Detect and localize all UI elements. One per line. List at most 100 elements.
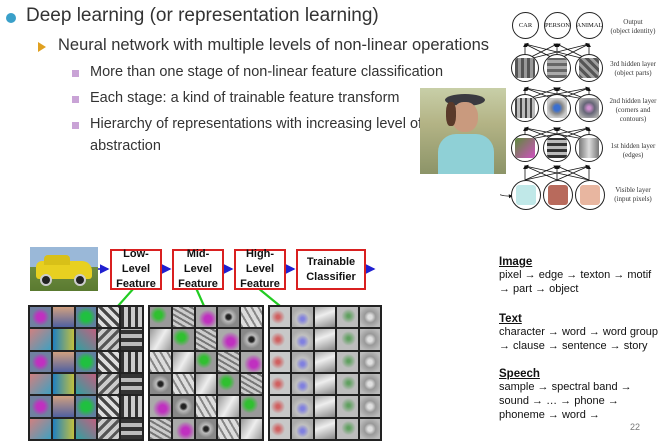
- hierarchy-text-heading: Text: [499, 313, 522, 325]
- mid-level-filter-tile: [218, 329, 240, 350]
- low-level-filter-tile: [98, 307, 120, 328]
- mid-level-filter-tile: [150, 307, 171, 328]
- car-photo: [30, 247, 98, 291]
- mid-level-filters: [148, 305, 264, 441]
- mid-level-filter-tile: [241, 307, 262, 328]
- low-level-filter-tile: [121, 418, 142, 439]
- high-level-filter-tile: [292, 418, 313, 439]
- hidden2-node: [575, 94, 603, 122]
- high-level-filters: [268, 305, 382, 441]
- bullet-neural-network: Neural network with multiple levels of n…: [58, 36, 490, 54]
- high-level-filter-tile: [337, 351, 358, 372]
- low-level-filter-tile: [121, 351, 142, 372]
- high-level-filter-tile: [337, 396, 358, 417]
- high-level-filter-tile: [337, 329, 358, 350]
- high-level-filter-tile: [270, 418, 291, 439]
- bullet-square-icon: [72, 96, 79, 103]
- low-level-filter-tile: [98, 351, 120, 372]
- mid-level-filter-tile: [218, 396, 240, 417]
- low-level-filter-tile: [121, 307, 142, 328]
- high-level-filter-tile: [292, 396, 313, 417]
- person-hair: [446, 102, 456, 126]
- hidden3-node: [543, 54, 571, 82]
- bullet-stage: More than one stage of non-linear featur…: [90, 64, 444, 80]
- low-level-filter-tile: [98, 396, 120, 417]
- high-level-filter-tile: [314, 351, 336, 372]
- low-level-filter-tile: [75, 351, 97, 372]
- hidden3-node: [511, 54, 539, 82]
- high-level-filter-tile: [270, 351, 291, 372]
- hierarchy-text: Text character → word → word group → cla…: [499, 313, 658, 352]
- hierarchy-image: Image pixel → edge → texton → motif → pa…: [499, 256, 652, 295]
- page-number: 22: [630, 422, 641, 432]
- layer-label-output: Output (object identity): [610, 18, 656, 35]
- low-level-filter-tile: [121, 396, 142, 417]
- high-level-filter-tile: [314, 374, 336, 395]
- high-level-filter-tile: [337, 307, 358, 328]
- low-level-filter-tile: [30, 307, 51, 328]
- high-level-filter-tile: [314, 329, 336, 350]
- low-level-filter-tile: [30, 374, 51, 395]
- mid-level-filter-tile: [150, 418, 171, 439]
- mid-level-filter-tile: [172, 418, 194, 439]
- high-level-filter-tile: [292, 329, 313, 350]
- low-level-filter-tile: [52, 351, 74, 372]
- high-level-filter-tile: [292, 307, 313, 328]
- high-level-filter-tile: [270, 307, 291, 328]
- person-face: [452, 102, 478, 132]
- high-level-filter-tile: [359, 396, 380, 417]
- bullet-hierarchy-line2: abstraction: [90, 138, 161, 154]
- high-level-filter-tile: [314, 418, 336, 439]
- layer-label-hidden3: 3rd hidden layer (object parts): [610, 60, 656, 77]
- person-hat: [445, 94, 485, 106]
- low-level-filter-tile: [52, 418, 74, 439]
- low-level-filter-tile: [75, 374, 97, 395]
- visible-node: [575, 180, 605, 210]
- hidden2-node: [511, 94, 539, 122]
- bullet-square-icon: [72, 122, 79, 129]
- low-level-filter-tile: [30, 329, 51, 350]
- hierarchy-image-heading: Image: [499, 256, 533, 268]
- high-level-filter-tile: [337, 418, 358, 439]
- high-level-filter-tile: [337, 374, 358, 395]
- connector-high-level: [257, 287, 281, 307]
- mid-level-filter-tile: [241, 418, 262, 439]
- mid-level-filter-tile: [172, 329, 194, 350]
- high-level-filter-tile: [359, 374, 380, 395]
- mid-level-filter-tile: [195, 418, 217, 439]
- person-shirt: [438, 134, 494, 174]
- hidden3-node: [575, 54, 603, 82]
- high-level-filter-tile: [270, 374, 291, 395]
- low-level-filter-tile: [30, 418, 51, 439]
- bullet-trainable: Each stage: a kind of trainable feature …: [90, 90, 400, 106]
- low-level-filter-tile: [75, 396, 97, 417]
- car-wheel: [40, 274, 52, 286]
- high-level-filter-tile: [359, 418, 380, 439]
- mid-level-filter-tile: [195, 307, 217, 328]
- mid-level-filter-tile: [172, 351, 194, 372]
- hidden1-node: [543, 134, 571, 162]
- hierarchy-speech-heading: Speech: [499, 368, 540, 380]
- mid-level-filter-tile: [150, 351, 171, 372]
- low-level-filter-tile: [75, 329, 97, 350]
- high-level-filter-tile: [292, 374, 313, 395]
- bullet-dot-icon: [6, 13, 16, 23]
- low-level-filter-tile: [98, 418, 120, 439]
- mid-level-filter-tile: [195, 351, 217, 372]
- car-roof: [44, 255, 70, 265]
- mid-level-filter-tile: [195, 374, 217, 395]
- layer-label-hidden1: 1st hidden layer (edges): [610, 142, 656, 159]
- mid-level-filter-tile: [241, 374, 262, 395]
- high-level-filter-tile: [314, 307, 336, 328]
- low-level-filter-tile: [30, 396, 51, 417]
- low-level-filter-tile: [52, 329, 74, 350]
- mid-level-filter-tile: [218, 418, 240, 439]
- high-level-filter-tile: [359, 351, 380, 372]
- mid-level-filter-tile: [172, 307, 194, 328]
- mid-level-filter-tile: [241, 351, 262, 372]
- mid-level-filter-tile: [195, 396, 217, 417]
- high-level-filter-tile: [359, 307, 380, 328]
